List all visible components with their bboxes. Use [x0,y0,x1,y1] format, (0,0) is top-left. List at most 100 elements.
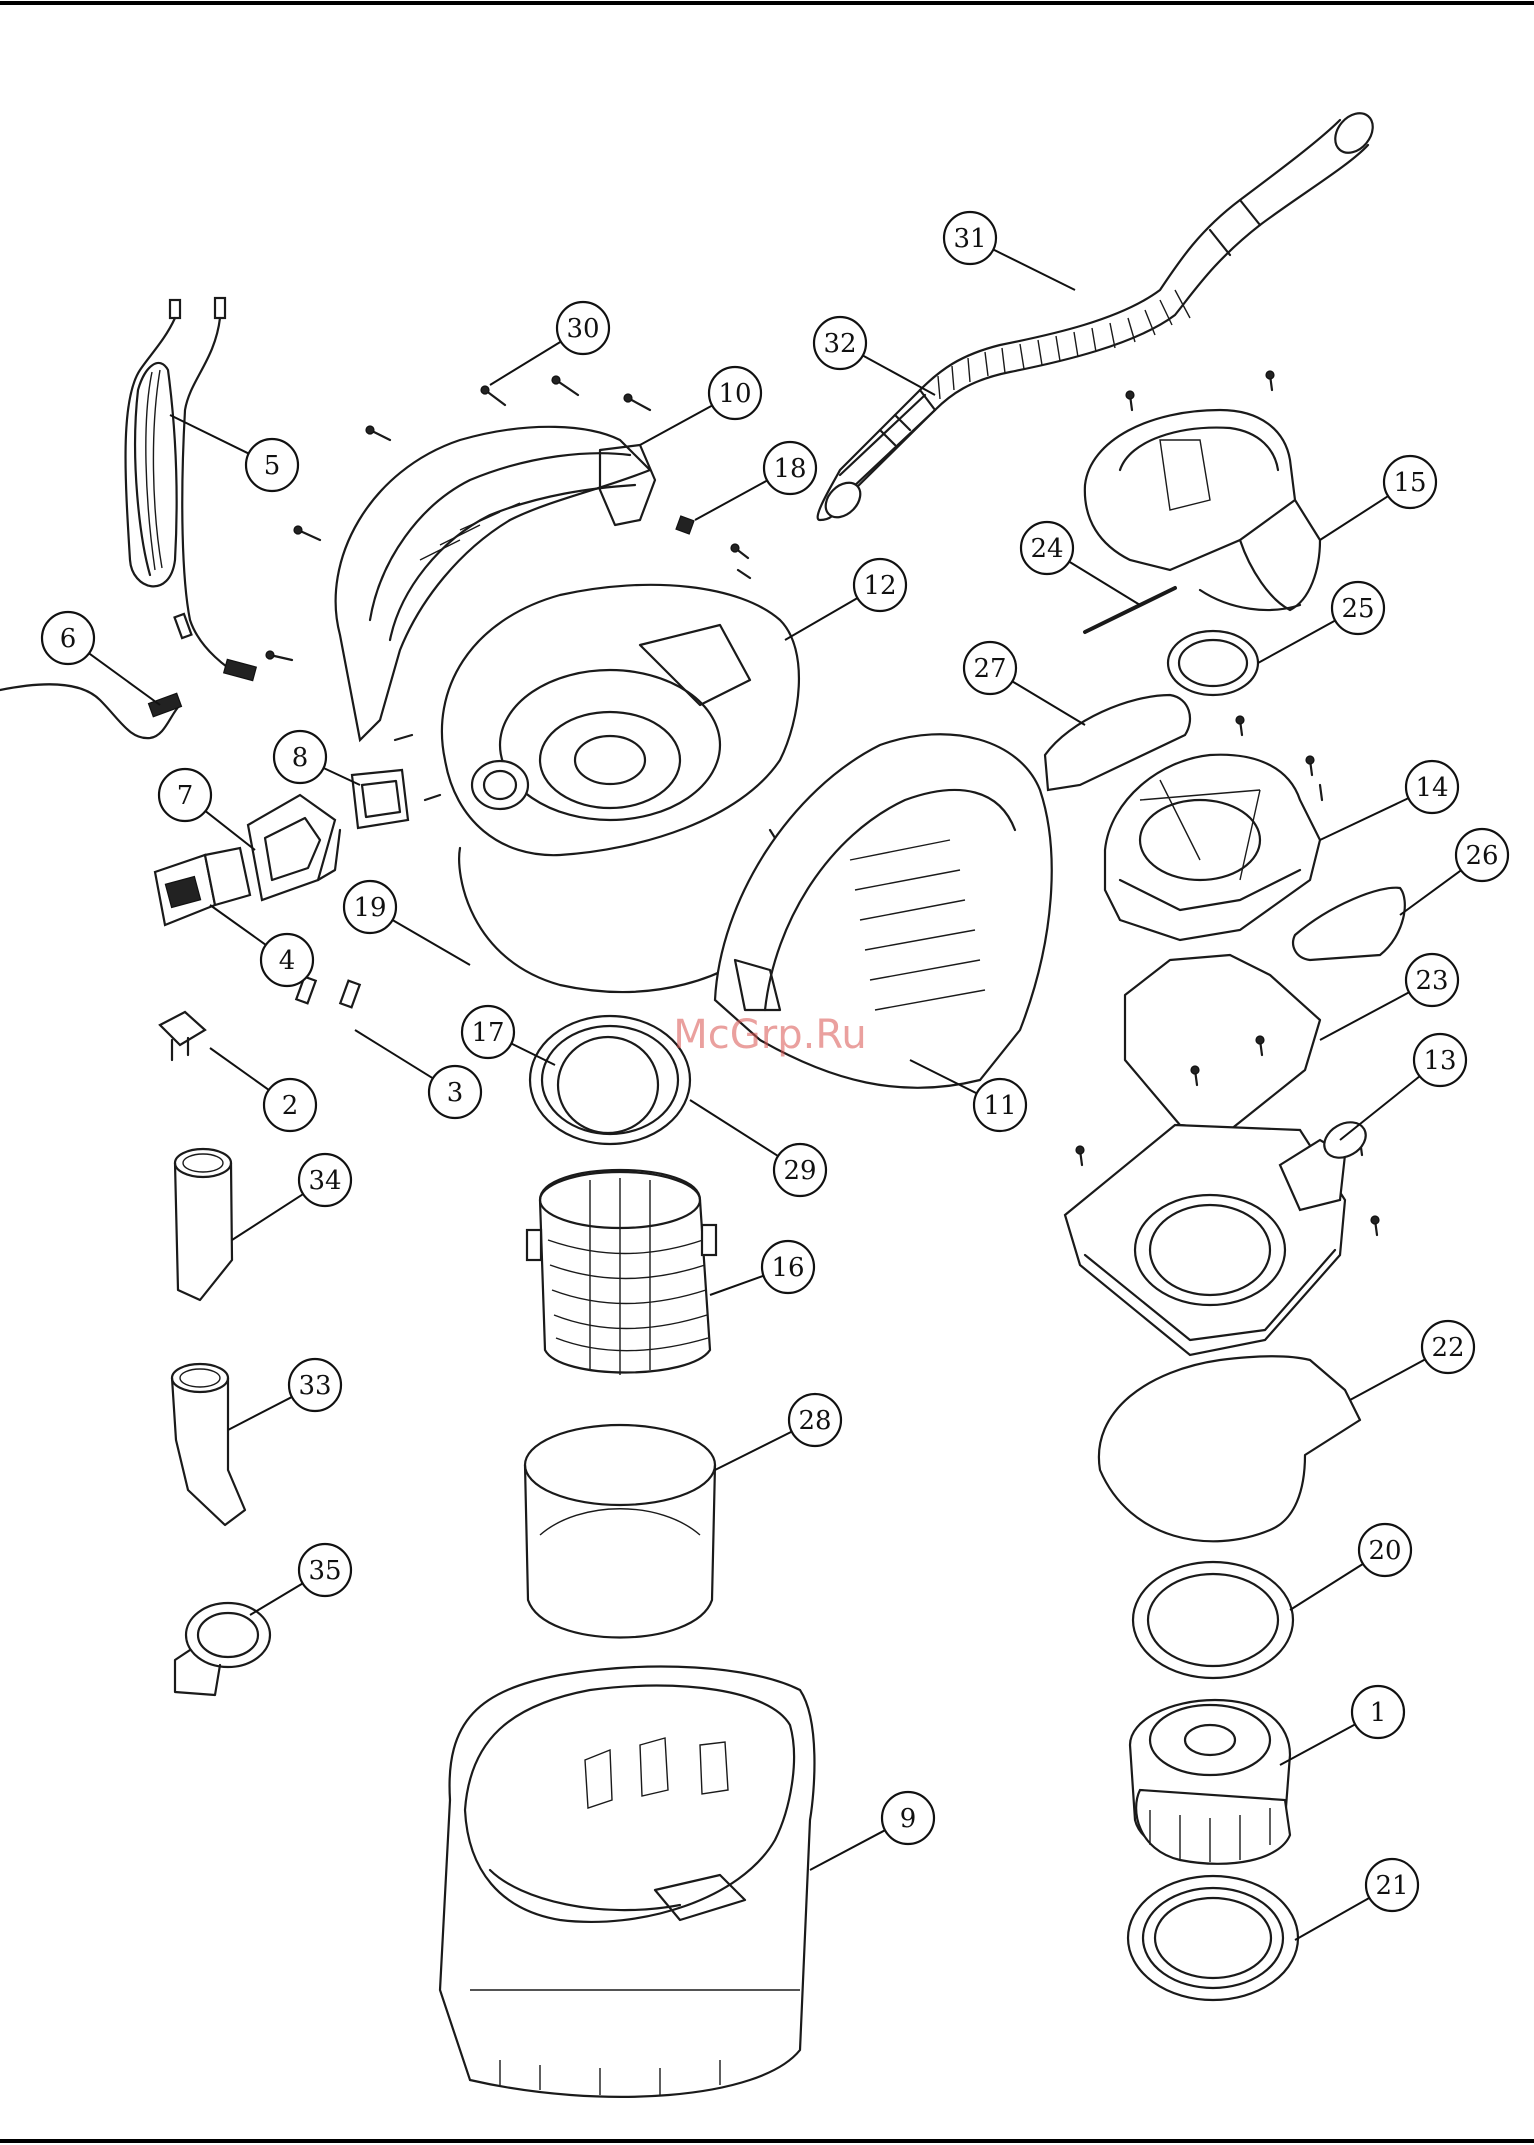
part-switch-lead [0,684,181,738]
callout-label-30: 30 [566,314,599,344]
callout-21: 21 [1366,1859,1418,1911]
leader-line-26 [1400,870,1461,915]
part-motor-housing-lower [1065,1115,1372,1355]
leader-line-3 [355,1030,433,1078]
callout-label-3: 3 [447,1078,464,1108]
callout-23: 23 [1406,954,1458,1006]
leader-line-18 [695,480,767,520]
leader-line-1 [1280,1724,1355,1765]
part-adaptor [175,1603,270,1695]
callout-25: 25 [1332,582,1384,634]
leader-line-9 [810,1830,885,1870]
part-seal-pad [352,770,408,828]
callout-label-31: 31 [953,224,986,254]
callout-label-18: 18 [773,454,806,484]
callout-label-4: 4 [279,946,296,976]
part-rod [1085,588,1175,632]
part-connectors [296,977,359,1008]
part-filter-cage [527,1170,716,1375]
callout-label-5: 5 [264,451,281,481]
leader-line-24 [1069,562,1140,605]
callout-30: 30 [557,302,609,354]
leader-line-32 [863,355,935,395]
callout-label-16: 16 [771,1253,804,1283]
callout-label-28: 28 [798,1406,831,1436]
callout-7: 7 [159,769,211,821]
leader-line-13 [1340,1076,1420,1140]
watermark-text: McGrp.Ru [673,1012,866,1058]
part-motor-ring-bottom [1128,1876,1298,2000]
leader-line-2 [210,1048,269,1090]
callout-label-11: 11 [983,1091,1016,1121]
callout-5: 5 [246,439,298,491]
leader-line-25 [1258,621,1335,663]
part-gasket-housing [1125,955,1320,1130]
leader-line-33 [228,1397,292,1430]
callout-label-23: 23 [1415,966,1448,996]
callout-18: 18 [764,442,816,494]
leader-line-35 [250,1583,303,1615]
callout-label-9: 9 [900,1804,917,1834]
leader-line-20 [1290,1564,1363,1610]
callout-label-12: 12 [863,571,896,601]
callout-label-20: 20 [1368,1536,1401,1566]
leader-line-6 [89,653,160,705]
part-seal-ring-small [1168,631,1258,695]
callout-33: 33 [289,1359,341,1411]
callout-14: 14 [1406,761,1458,813]
callout-label-10: 10 [718,379,751,409]
callout-28: 28 [789,1394,841,1446]
callout-label-33: 33 [298,1371,331,1401]
leader-line-23 [1320,992,1409,1040]
leader-line-15 [1320,496,1388,540]
callout-label-21: 21 [1375,1871,1408,1901]
leader-line-12 [785,598,857,640]
part-nut [676,516,694,534]
part-filter-ring [530,1016,690,1144]
leader-line-16 [710,1276,764,1295]
callout-27: 27 [964,642,1016,694]
part-crevice-nozzle [175,1149,232,1300]
callout-label-34: 34 [308,1166,341,1196]
part-power-cord [126,298,257,681]
callout-3: 3 [429,1066,481,1118]
callout-20: 20 [1359,1524,1411,1576]
callout-32: 32 [814,317,866,369]
callout-4: 4 [261,934,313,986]
part-tank [440,1667,814,2097]
leader-line-31 [993,250,1075,290]
callout-8: 8 [274,731,326,783]
callout-label-19: 19 [353,893,386,923]
callout-16: 16 [762,1241,814,1293]
callout-15: 15 [1384,456,1436,508]
callout-label-32: 32 [823,329,856,359]
callout-label-2: 2 [282,1091,299,1121]
leader-line-10 [640,405,712,445]
callout-label-35: 35 [308,1556,341,1586]
leader-line-34 [232,1194,303,1240]
leader-line-21 [1295,1898,1369,1940]
callout-9: 9 [882,1792,934,1844]
callout-29: 29 [774,1144,826,1196]
callout-label-26: 26 [1465,841,1498,871]
part-motor-head-base [442,585,799,855]
callout-22: 22 [1422,1321,1474,1373]
part-motor-ring-top [1133,1562,1293,1678]
leader-line-29 [690,1100,778,1156]
leader-line-28 [715,1432,792,1470]
part-hose [920,106,1380,410]
callout-label-24: 24 [1030,534,1063,564]
part-filter-sleeve [525,1425,715,1638]
leader-line-19 [392,920,470,965]
callout-label-13: 13 [1423,1046,1456,1076]
leader-line-30 [490,342,561,385]
part-motor [1130,1700,1290,1864]
callout-31: 31 [944,212,996,264]
callout-13: 13 [1414,1034,1466,1086]
callout-6: 6 [42,612,94,664]
part-switch [155,848,250,925]
leader-line-14 [1320,798,1408,840]
part-switch-housing [248,795,340,900]
part-motor-housing-upper [1105,755,1320,940]
part-plug [160,1012,205,1060]
